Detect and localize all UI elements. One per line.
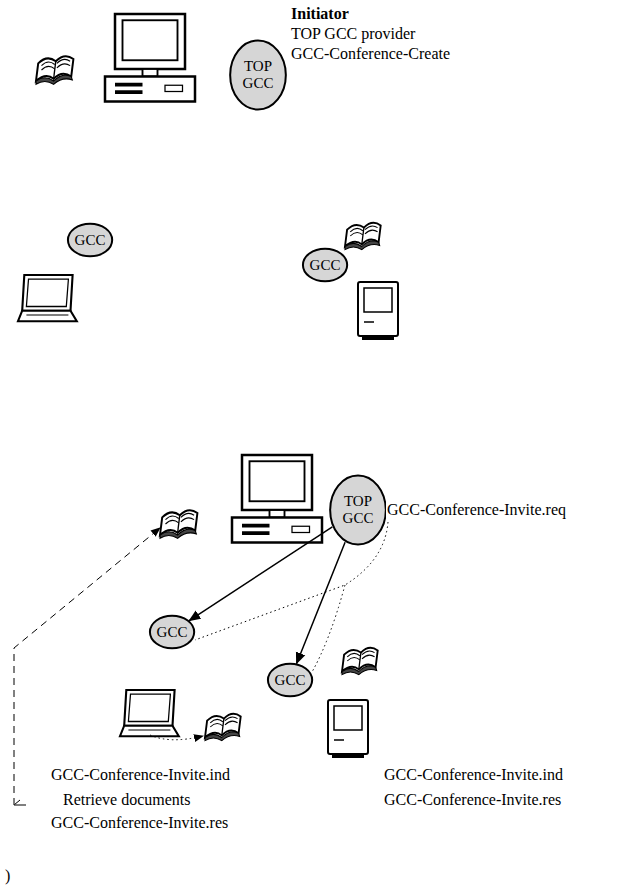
protocol-label: GCC-Conference-Invite.ind: [383, 765, 564, 784]
node-text: TOP GCC: [338, 493, 378, 527]
figure-mark: ): [4, 866, 11, 885]
protocol-label: GCC-Conference-Create: [290, 44, 451, 63]
protocol-label: Retrieve documents: [62, 790, 192, 809]
node-text: GCC: [275, 672, 306, 689]
gcc-ellipse: GCC: [67, 223, 113, 257]
gcc-ellipse: TOP GCC: [329, 474, 387, 546]
node-text: GCC: [310, 257, 341, 274]
gcc-ellipse: GCC: [267, 663, 313, 697]
node-text: GCC: [75, 232, 106, 249]
gcc-ellipse: GCC: [302, 248, 348, 282]
protocol-label: Initiator: [290, 4, 350, 23]
gcc-ellipse: GCC: [149, 615, 195, 649]
node-text: TOP GCC: [238, 58, 278, 92]
invite-connector: [189, 527, 332, 621]
invite-connector: [297, 542, 346, 663]
protocol-label: GCC-Conference-Invite.ind: [50, 765, 231, 784]
protocol-label: TOP GCC provider: [290, 24, 416, 43]
node-text: GCC: [157, 624, 188, 641]
protocol-label: GCC-Conference-Invite.res: [383, 790, 562, 809]
protocol-label: GCC-Conference-Invite.req: [386, 500, 567, 519]
gcc-ellipse: TOP GCC: [229, 39, 287, 111]
protocol-label: GCC-Conference-Invite.res: [50, 813, 229, 832]
